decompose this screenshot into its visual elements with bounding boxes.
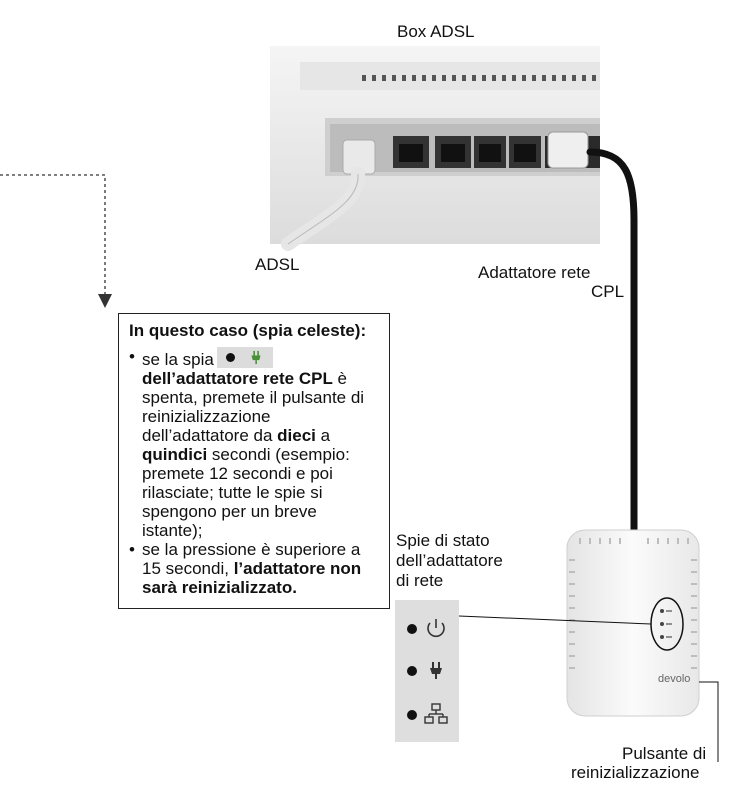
box-adsl-label: Box ADSL xyxy=(397,22,475,41)
reset-label-line1: Pulsante di xyxy=(622,744,707,763)
ethernet-cable xyxy=(586,148,638,552)
led-dot xyxy=(407,666,417,676)
adapter-label-line2: CPL xyxy=(591,282,625,301)
status-led-panel xyxy=(395,600,459,742)
bullet-text: se la pressione è superiore a 15 secondi… xyxy=(142,540,361,578)
status-row-power xyxy=(395,610,459,650)
led-dot xyxy=(407,710,417,720)
network-icon xyxy=(424,703,448,724)
device-brand-logo: devolo xyxy=(658,673,690,685)
bullet-text-bold: dieci xyxy=(277,426,316,445)
ethernet-port xyxy=(509,136,541,168)
ethernet-port xyxy=(435,136,471,168)
ethernet-port xyxy=(474,136,506,168)
plug-icon xyxy=(430,662,442,679)
led-dot xyxy=(225,353,235,362)
bullet-text: secondi (esempio: premete 12 secondi e p… xyxy=(142,445,350,540)
status-label-line3: di rete xyxy=(396,571,444,590)
led-dot xyxy=(407,624,417,634)
bullet-text: se la spia xyxy=(142,350,214,369)
bullet-text-bold: quindici xyxy=(142,445,208,464)
plc-led-indicator xyxy=(216,347,273,368)
adsl-label: ADSL xyxy=(255,255,300,274)
power-icon xyxy=(427,619,445,638)
status-label-line1: Spie di stato xyxy=(396,531,490,550)
bullet-text: a xyxy=(315,426,331,445)
reset-label-line2: reinizializzazione xyxy=(571,763,700,782)
bullet-text-bold: dell’adattatore rete CPL xyxy=(142,369,333,388)
info-box-title: In questo caso (spia celeste): xyxy=(129,321,367,340)
info-box: In questo caso (spia celeste): se la spi… xyxy=(118,313,390,609)
dashed-arrow xyxy=(0,174,112,308)
status-label-line2: dell’adattatore xyxy=(396,551,503,570)
bullet-text-bold: l’adattatore non sarà reinizializzato. xyxy=(142,559,362,597)
plug-icon xyxy=(251,350,261,365)
ethernet-port xyxy=(393,136,429,168)
led-callout-line xyxy=(458,615,652,625)
bullet-text: è spenta, premete il pulsante di reinizi… xyxy=(142,369,365,445)
reset-callout-line xyxy=(699,681,719,762)
status-row-ethernet xyxy=(395,696,459,736)
bullet-long-press-warning: se la pressione è superiore a 15 secondi… xyxy=(129,540,379,597)
status-row-plc xyxy=(395,652,459,692)
adapter-label-line1: Adattatore rete xyxy=(478,263,591,282)
